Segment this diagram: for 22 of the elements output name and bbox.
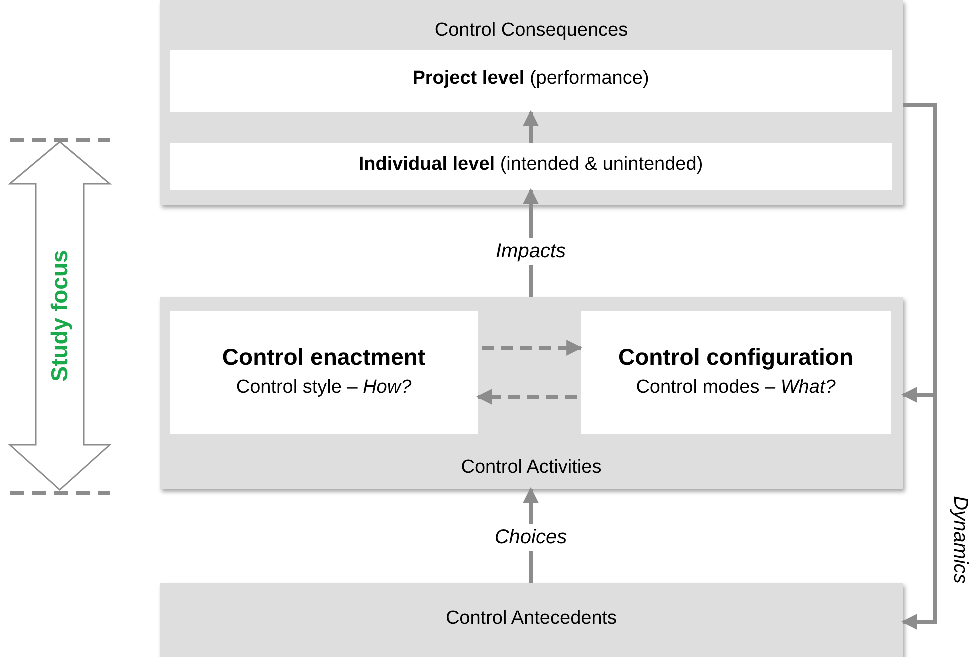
arrow — [901, 103, 937, 630]
level-box — [170, 311, 478, 434]
box-label: Individual level (intended & unintended) — [358, 154, 704, 176]
study-focus-label: Study focus — [46, 250, 74, 382]
box-label: Control Activities — [460, 457, 603, 479]
box-label: Control Consequences — [434, 20, 630, 42]
box-subtitle: Control modes – What? — [635, 377, 837, 399]
box-subtitle: Control style – How? — [235, 377, 413, 399]
box-title: Control enactment — [221, 344, 427, 371]
level-box — [170, 143, 892, 190]
arrow — [476, 389, 577, 405]
group-panel — [160, 297, 903, 489]
group-panel — [160, 583, 903, 657]
edge-label: Dynamics — [948, 495, 971, 586]
box-label: Project level (performance) — [412, 68, 650, 90]
box-title: Control configuration — [617, 344, 855, 371]
box-label: Control Antecedents — [444, 608, 618, 630]
level-box — [170, 50, 892, 112]
level-box — [581, 311, 891, 434]
arrow — [523, 110, 539, 143]
group-panel — [160, 0, 903, 205]
arrow — [482, 340, 583, 356]
